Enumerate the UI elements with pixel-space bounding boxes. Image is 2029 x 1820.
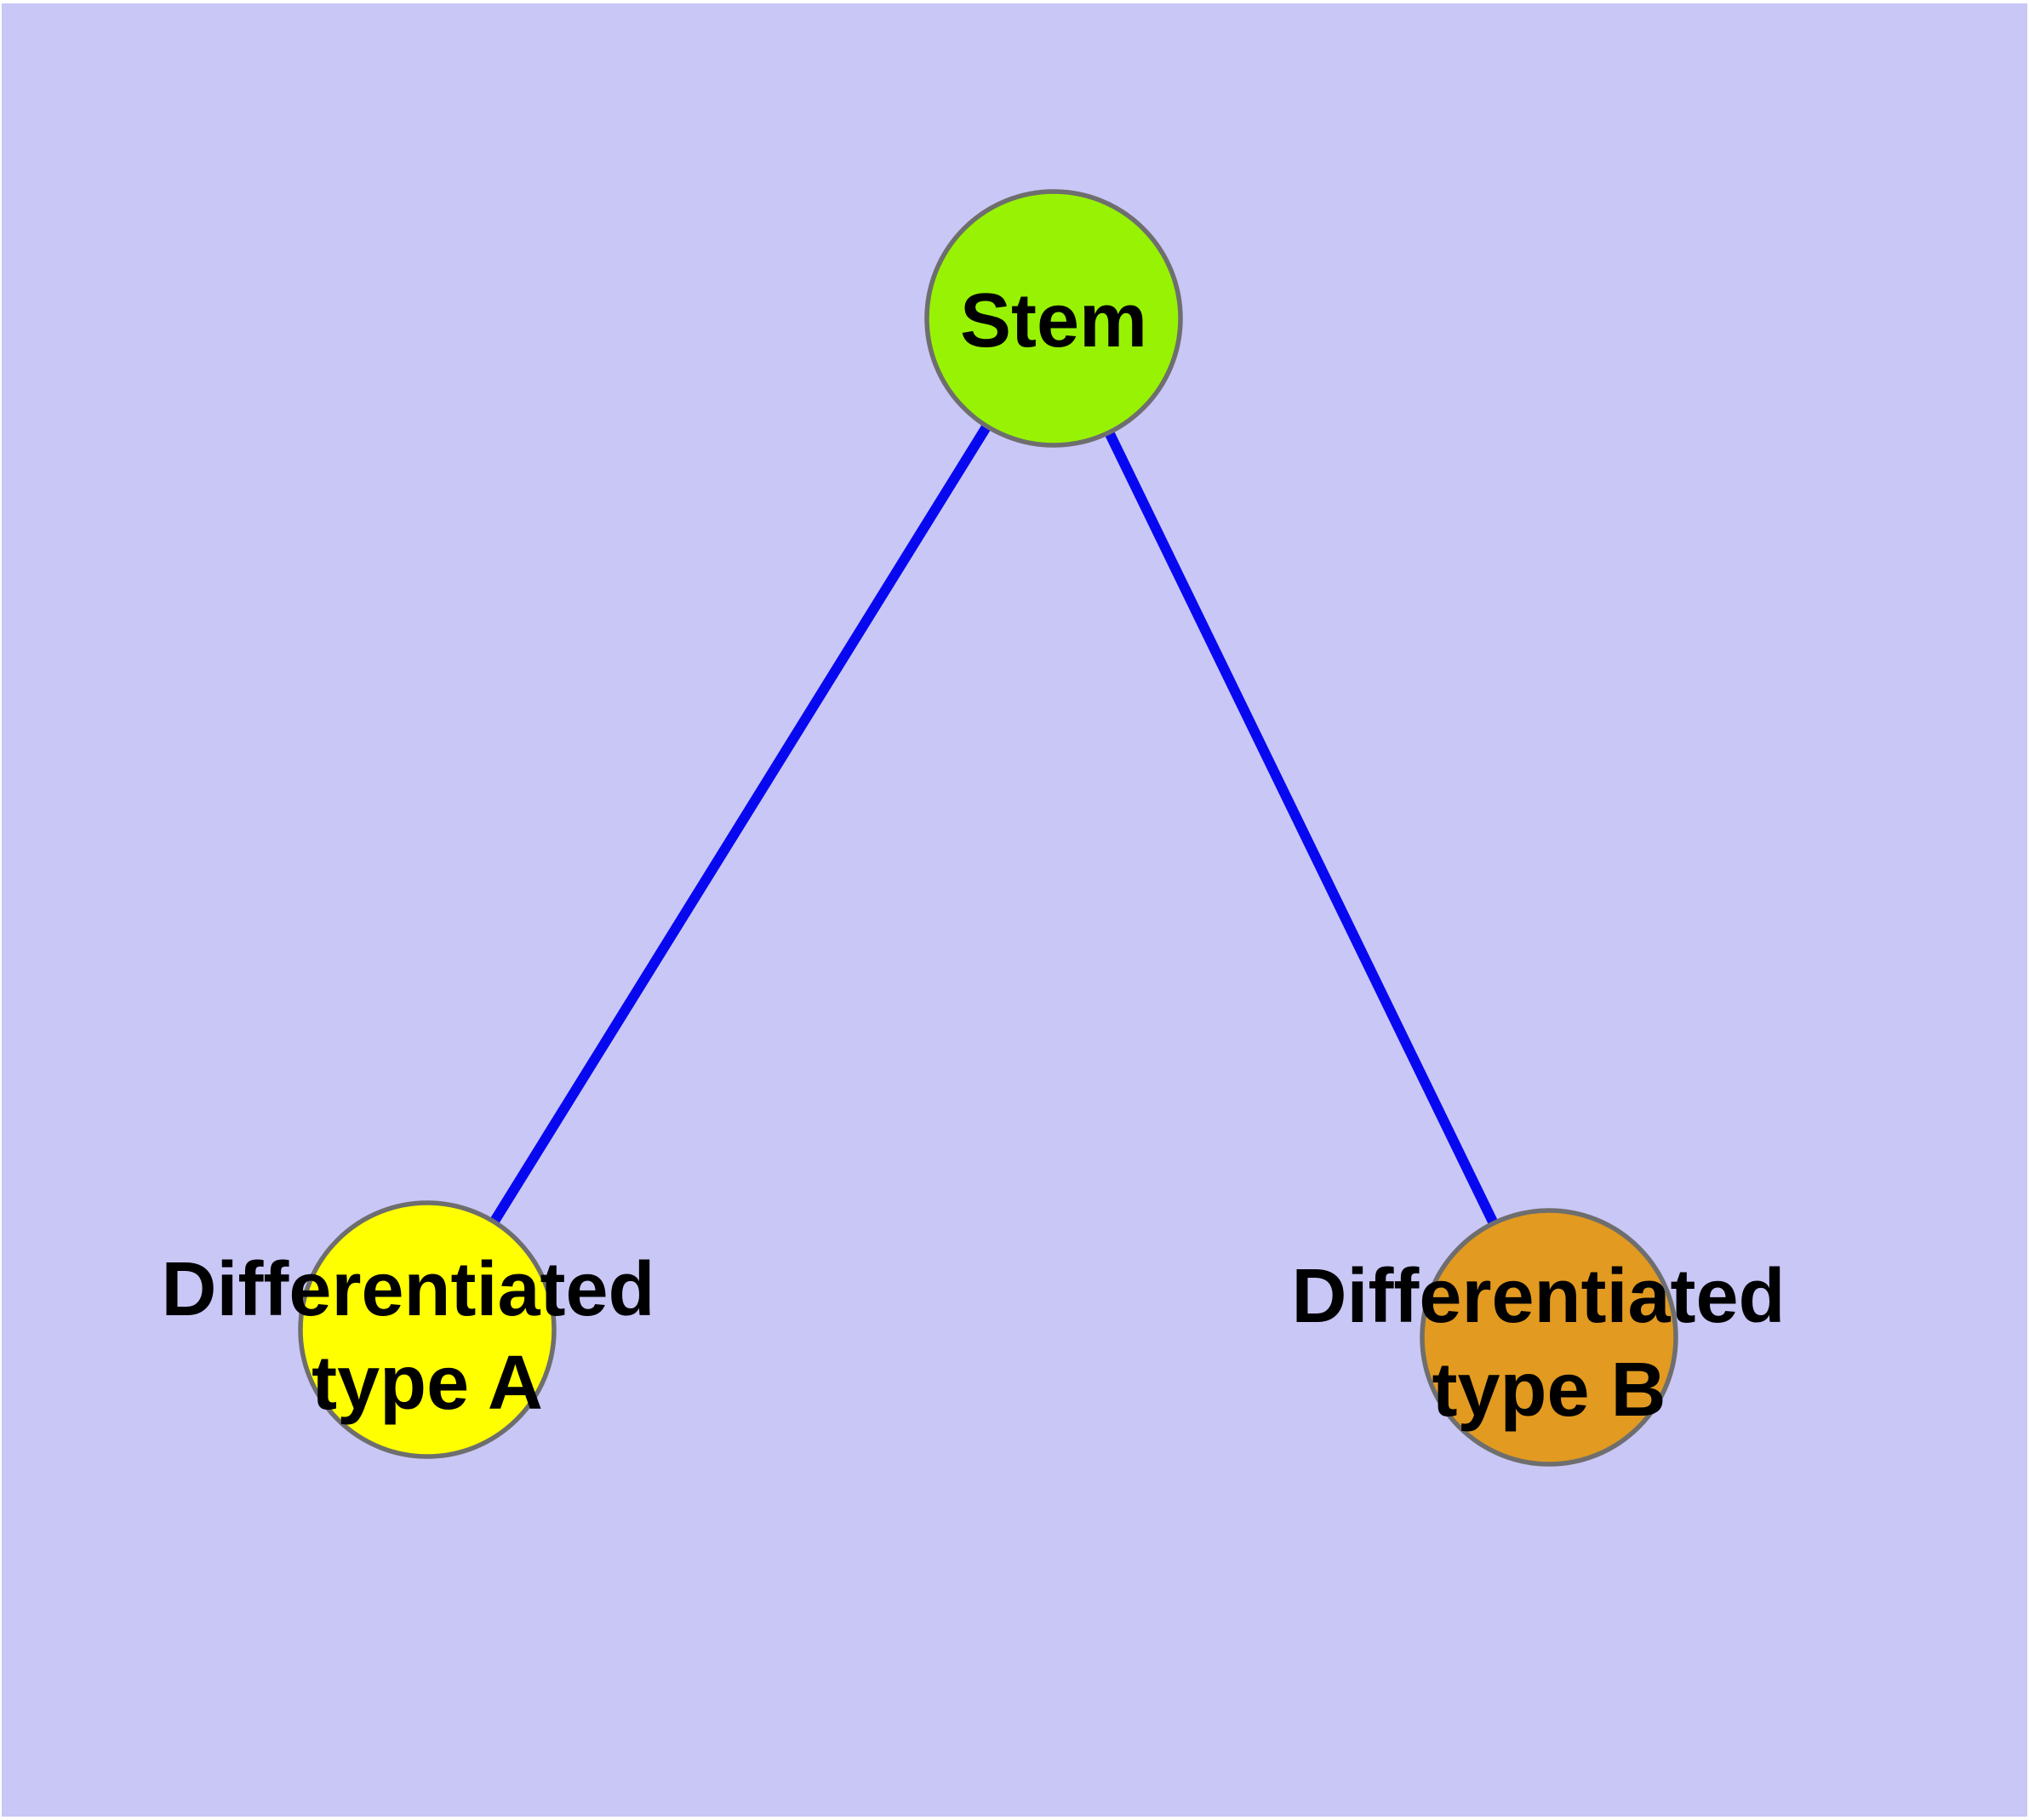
edge-layer xyxy=(422,315,1554,1340)
label-layer: Stem Differentiated type A Differentiate… xyxy=(161,278,1806,1433)
node-differentiated-type-b[interactable] xyxy=(1420,1208,1678,1467)
node-differentiated-type-a-label: Differentiated type A xyxy=(161,1247,676,1426)
label-line: type A xyxy=(311,1341,543,1426)
node-differentiated-type-b-label: Differentiated type B xyxy=(1291,1254,1806,1433)
node-stem-label: Stem xyxy=(960,278,1147,363)
node-differentiated-type-a[interactable] xyxy=(298,1200,557,1459)
label-line: Differentiated xyxy=(1291,1254,1785,1339)
node-layer xyxy=(298,189,1678,1467)
edge-stem-to-type-b[interactable] xyxy=(1049,316,1554,1340)
label-line: Differentiated xyxy=(161,1247,654,1332)
node-stem[interactable] xyxy=(924,189,1183,448)
edge-stem-to-type-a[interactable] xyxy=(422,315,1059,1333)
label-line: type B xyxy=(1432,1348,1666,1433)
